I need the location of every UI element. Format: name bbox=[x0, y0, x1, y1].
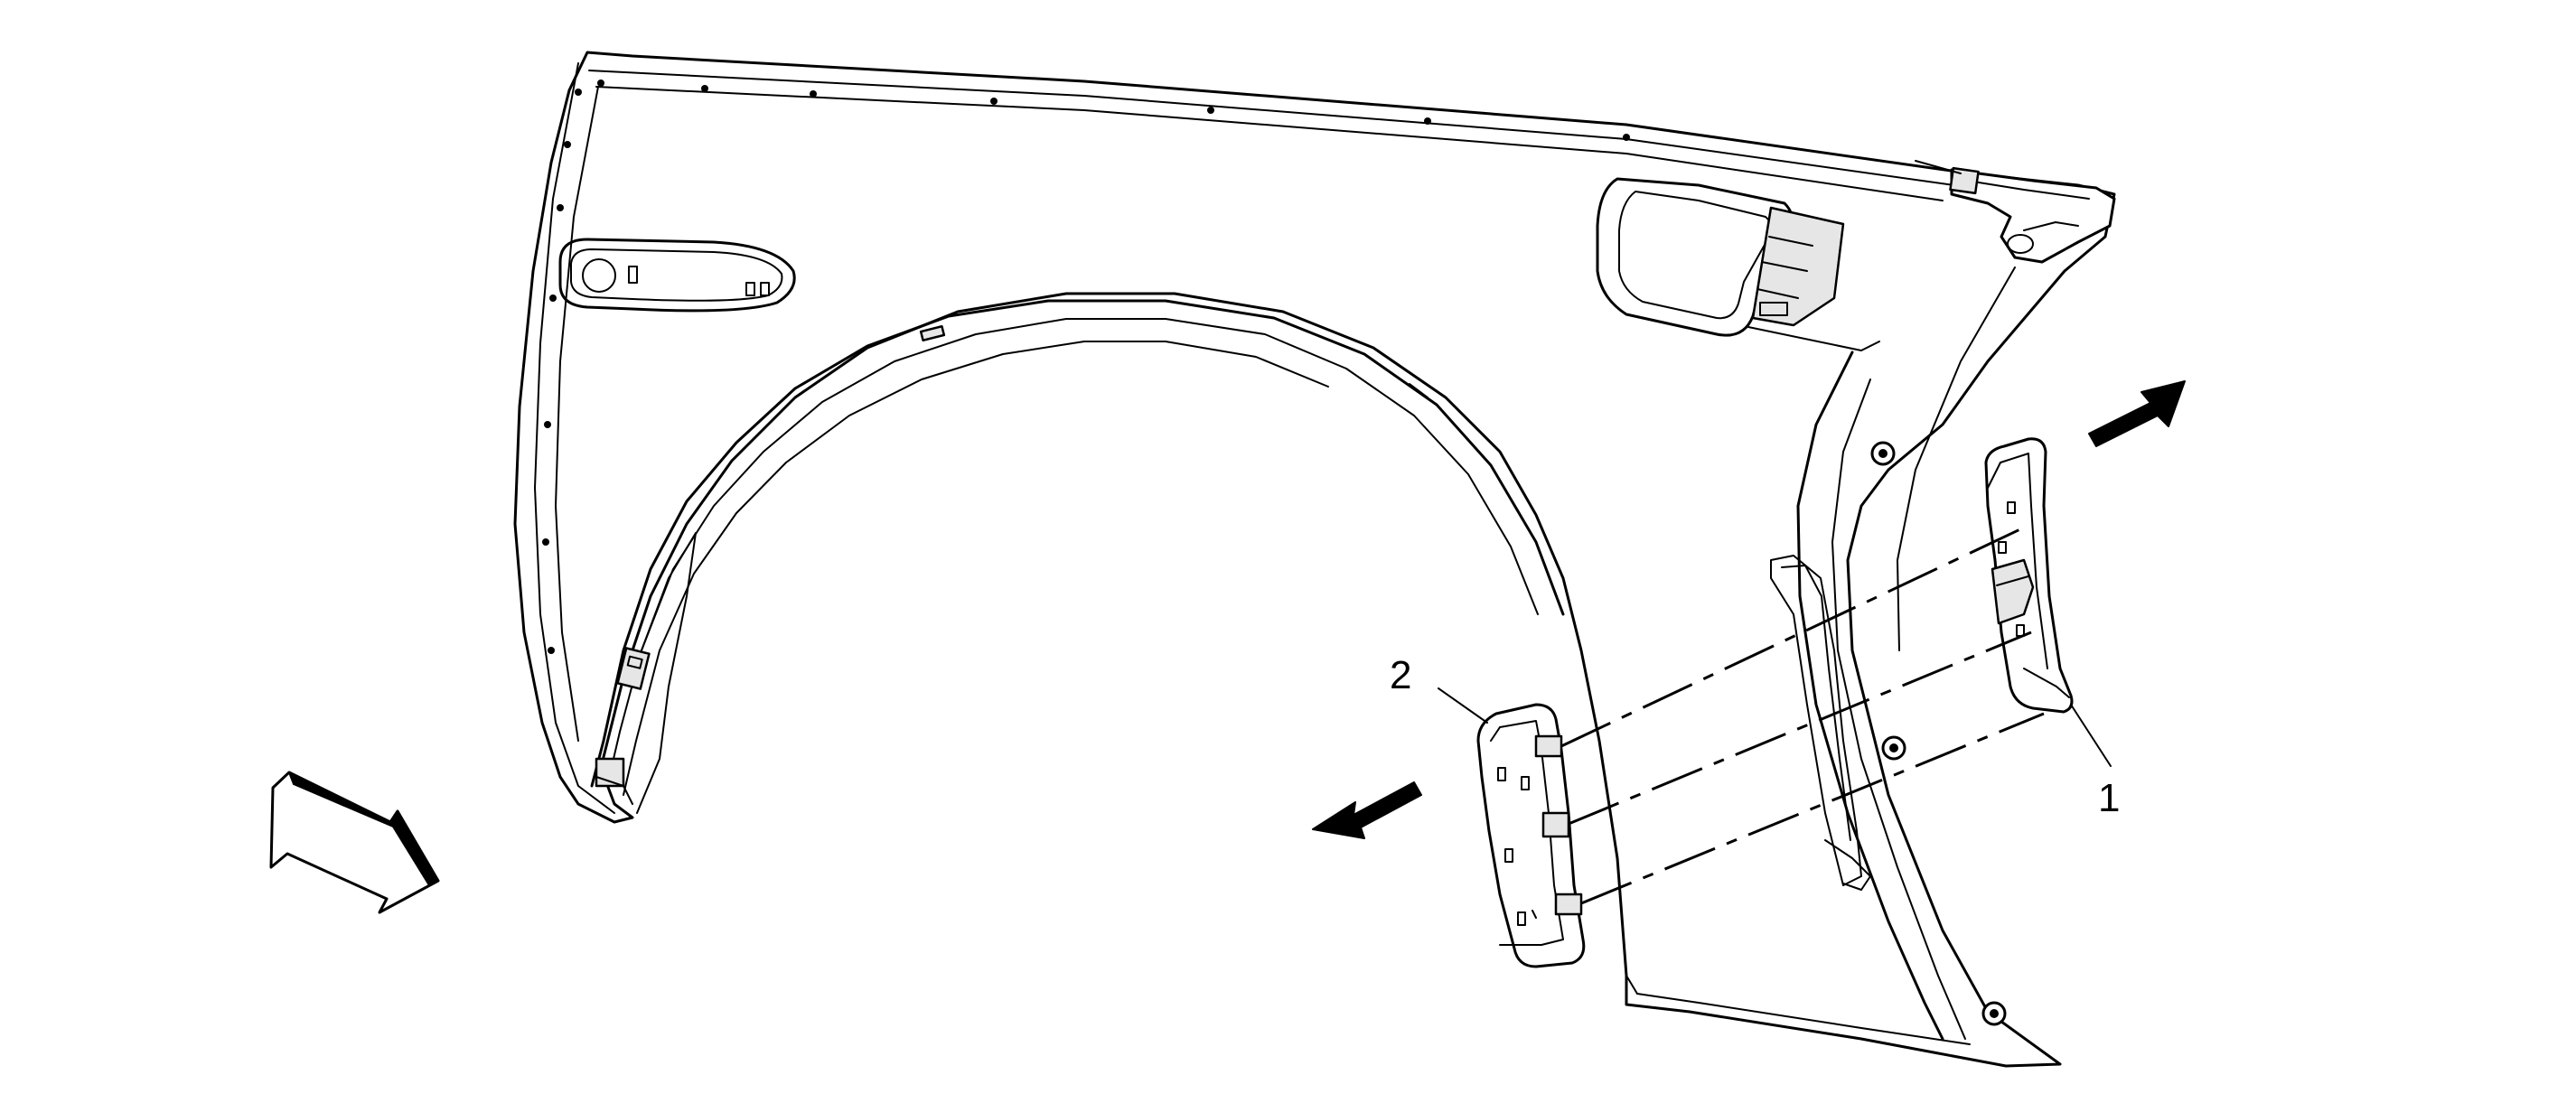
callout-2-label: 2 bbox=[1390, 653, 1411, 697]
remove-arrow-left bbox=[1312, 781, 1422, 839]
alignment-lines bbox=[1560, 526, 2045, 905]
fender-shield-1 bbox=[1984, 437, 2074, 714]
callout-1: 1 bbox=[2070, 704, 2120, 820]
rear-corner-bracket bbox=[1915, 160, 2116, 264]
inner-support-plate bbox=[1770, 555, 1871, 891]
fender-shield-2 bbox=[1476, 703, 1586, 968]
side-marker-recess bbox=[558, 238, 796, 313]
front-fender bbox=[513, 51, 2116, 1068]
remove-arrow-right bbox=[2088, 380, 2186, 447]
callout-2: 2 bbox=[1390, 653, 1488, 724]
view-direction-arrow bbox=[269, 771, 440, 914]
callout-1-label: 1 bbox=[2098, 776, 2120, 820]
mounting-holes bbox=[542, 79, 1630, 654]
liner-clips bbox=[595, 324, 1429, 805]
front-opening bbox=[1596, 177, 1880, 351]
flange-bolts bbox=[1870, 441, 2007, 1026]
